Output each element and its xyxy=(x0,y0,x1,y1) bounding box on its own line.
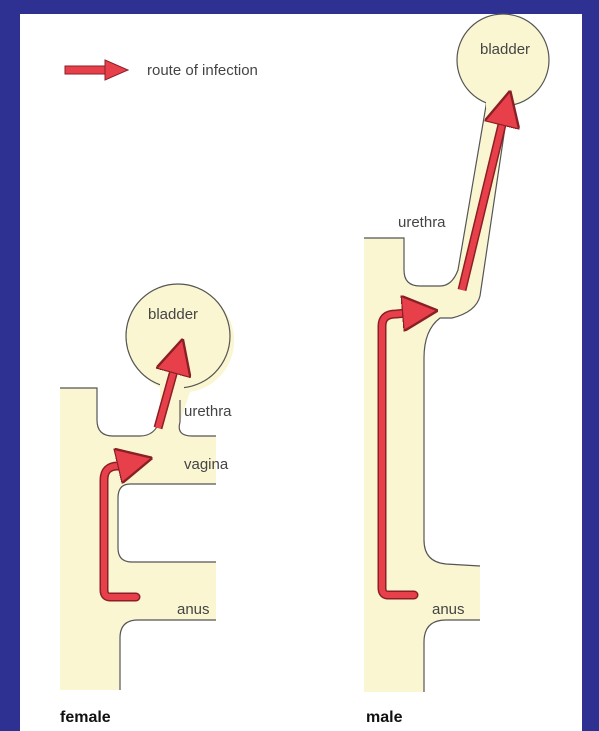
legend-label: route of infection xyxy=(147,62,258,79)
female-anus-label: anus xyxy=(177,601,210,618)
male-urethra-label: urethra xyxy=(398,214,446,231)
female-urethra-label: urethra xyxy=(184,403,232,420)
male-anus-label: anus xyxy=(432,601,465,618)
female-diagram: bladder urethra vagina anus female xyxy=(60,284,234,726)
female-vagina-label: vagina xyxy=(184,456,229,473)
female-bladder-label: bladder xyxy=(148,306,198,323)
female-caption: female xyxy=(60,709,111,726)
male-bladder-label: bladder xyxy=(480,41,530,58)
male-diagram: bladder urethra anus male xyxy=(364,14,549,726)
legend: route of infection xyxy=(65,60,258,80)
male-bladder xyxy=(457,14,549,106)
male-caption: male xyxy=(366,709,403,726)
legend-arrow-icon xyxy=(65,60,128,80)
